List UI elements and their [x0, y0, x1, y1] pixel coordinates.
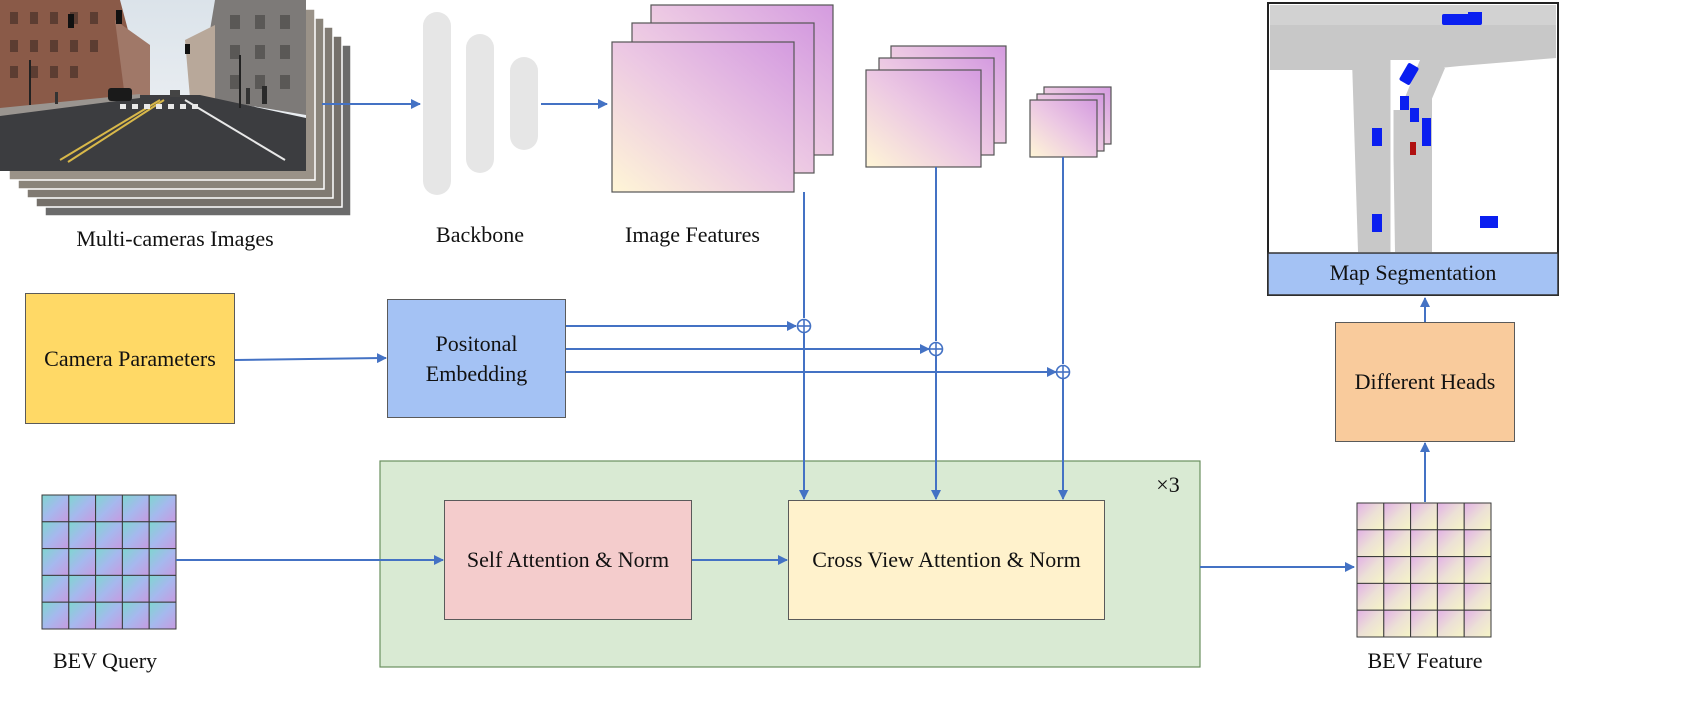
bev-query-cell	[95, 494, 123, 523]
bev-query-cell	[148, 521, 177, 550]
bev-query-cell	[148, 574, 177, 603]
bev-query-cell	[95, 601, 123, 630]
bev-query-cell	[121, 494, 150, 523]
bev-feature-cell	[1463, 609, 1492, 638]
bev-query-cell	[68, 574, 97, 603]
bev-feature-cell	[1410, 529, 1438, 558]
bev-feature-cell	[1436, 582, 1465, 611]
cross-view-attention-block: Cross View Attention & Norm	[788, 500, 1105, 620]
arrows	[176, 99, 1430, 572]
different-heads-label: Different Heads	[1354, 369, 1496, 394]
bev-feature-cell	[1356, 529, 1385, 558]
bev-feature-cell	[1436, 502, 1465, 531]
bev-query-cell	[41, 494, 70, 523]
bev-query-cell	[41, 548, 70, 576]
cross-view-attention-label: Cross View Attention & Norm	[812, 547, 1081, 572]
bev-query-cell	[41, 601, 70, 630]
bev-feature-grid	[1356, 502, 1492, 638]
bev-feature-cell	[1410, 609, 1438, 638]
bev-query-cell	[68, 494, 97, 523]
bev-feature-cell	[1356, 502, 1385, 531]
bev-feature-cell	[1356, 582, 1385, 611]
add-icon-3	[1055, 364, 1071, 380]
bev-query-cell	[148, 494, 177, 523]
bev-query-cell	[68, 521, 97, 550]
bev-feature-cell	[1436, 529, 1465, 558]
image-features-large	[611, 4, 834, 193]
backbone-label: Backbone	[436, 222, 524, 247]
fusion-nodes	[796, 318, 1071, 380]
positional-embedding-label-line2: Embedding	[425, 360, 528, 386]
bev-feature-cell	[1356, 556, 1385, 584]
positional-embedding-label-line1: Positonal	[435, 330, 518, 356]
bev-query-label: BEV Query	[52, 648, 158, 673]
bev-feature-cell	[1436, 556, 1465, 584]
map-segmentation-image	[1267, 2, 1559, 296]
bev-query-cell	[148, 548, 177, 576]
image-features-medium	[865, 45, 1007, 168]
multi-camera-images-label: Multi-cameras Images	[76, 226, 274, 251]
add-icon-2	[928, 341, 944, 357]
camera-parameters-block: Camera Parameters	[25, 293, 235, 424]
image-features-small	[1029, 86, 1112, 158]
bev-feature-cell	[1436, 609, 1465, 638]
bev-query-cell	[41, 574, 70, 603]
bev-feature-cell	[1463, 582, 1492, 611]
self-attention-block: Self Attention & Norm	[444, 500, 692, 620]
bev-feature-cell	[1463, 502, 1492, 531]
street-photo	[0, 0, 306, 171]
repeat-count: ×3	[1156, 472, 1180, 497]
bev-feature-cell	[1410, 556, 1438, 584]
bev-query-grid	[41, 494, 177, 630]
bev-query-cell	[41, 521, 70, 550]
bev-query-cell	[121, 574, 150, 603]
bev-query-cell	[148, 601, 177, 630]
bev-feature-cell	[1463, 556, 1492, 584]
bev-query-cell	[121, 601, 150, 630]
bev-feature-cell	[1356, 609, 1385, 638]
bev-feature-cell	[1410, 582, 1438, 611]
bev-feature-cell	[1410, 502, 1438, 531]
arrow-camera-to-embedding	[234, 353, 387, 364]
different-heads-block: Different Heads	[1335, 322, 1515, 442]
bev-query-cell	[95, 574, 123, 603]
bev-query-cell	[95, 548, 123, 576]
bev-query-cell	[121, 521, 150, 550]
camera-parameters-label: Camera Parameters	[44, 345, 216, 371]
bev-feature-cell	[1383, 556, 1412, 584]
bev-feature-label: BEV Feature	[1367, 648, 1483, 673]
map-segmentation-bar	[1267, 252, 1559, 296]
bev-feature-cell	[1463, 529, 1492, 558]
image-features-label: Image Features	[625, 222, 760, 247]
bev-feature-cell	[1383, 609, 1412, 638]
bev-feature-cell	[1383, 502, 1412, 531]
positional-embedding-block: Positonal Embedding	[387, 299, 566, 418]
bev-query-cell	[68, 601, 97, 630]
bev-feature-cell	[1383, 529, 1412, 558]
bev-feature-cell	[1383, 582, 1412, 611]
bev-query-cell	[121, 548, 150, 576]
map-segmentation-label: Map Segmentation	[1329, 260, 1497, 285]
bev-query-cell	[95, 521, 123, 550]
add-icon-1	[796, 318, 812, 334]
self-attention-label: Self Attention & Norm	[466, 547, 670, 572]
multi-camera-images	[0, 0, 352, 217]
backbone-network	[423, 12, 538, 195]
bev-query-cell	[68, 548, 97, 576]
